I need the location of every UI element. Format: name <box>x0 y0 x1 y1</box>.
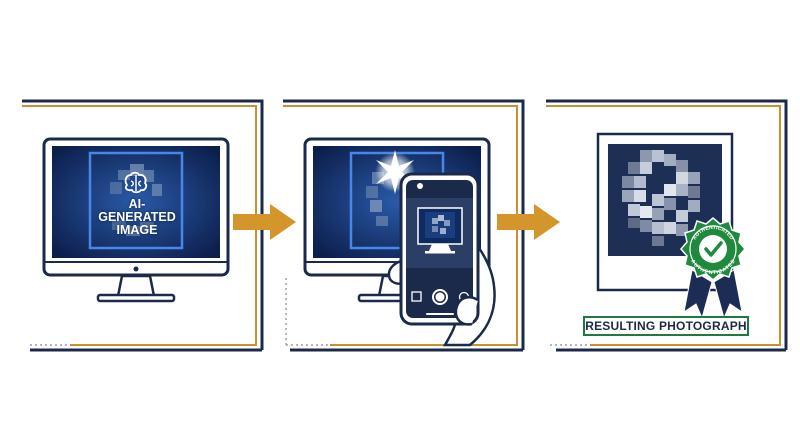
pixelated-blob <box>110 164 162 236</box>
thumb-icon <box>454 296 479 326</box>
panel-frame-result <box>546 99 788 352</box>
ai-generated-image-caption: AI-GENERATED IMAGE <box>92 198 182 237</box>
checkmark-seal-icon: AUTHENTICATED AUTHENTICATED <box>680 217 746 320</box>
brain-icon <box>124 171 148 194</box>
pixelated-photo-content <box>622 150 700 246</box>
caption-line-1: AI-GENERATED <box>98 197 176 224</box>
resulting-photograph-text: RESULTING PHOTOGRAPH <box>585 319 747 333</box>
caption-line-2: IMAGE <box>116 223 158 237</box>
arrow-1-icon <box>233 204 296 240</box>
ai-image-frame <box>88 151 184 250</box>
arrow-2-icon <box>497 204 560 240</box>
resulting-photograph-label: RESULTING PHOTOGRAPH <box>583 316 749 336</box>
smartphone-icon <box>399 172 480 326</box>
